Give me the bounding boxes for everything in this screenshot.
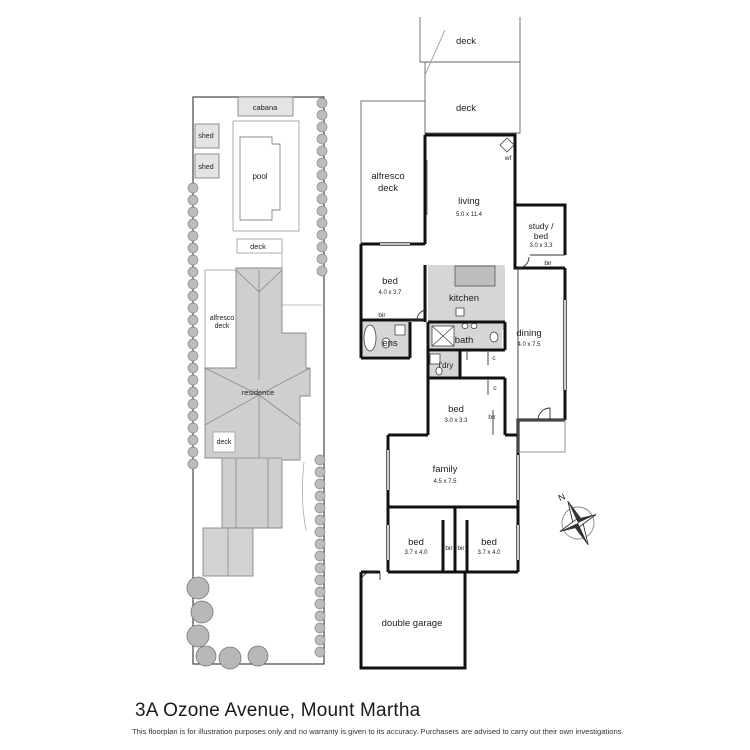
windows	[380, 160, 567, 560]
room-dining-dims: 4.0 x 7.5	[517, 342, 541, 348]
room-ldry: l'dry	[439, 361, 453, 370]
room-study-bed-dims: 3.0 x 3.3	[529, 243, 553, 249]
cabana-block	[237, 96, 294, 117]
compass-label: N	[557, 491, 567, 503]
fixtures	[363, 137, 515, 376]
walls	[359, 133, 567, 670]
hedge-right	[314, 97, 328, 658]
site-label-cabana: cabana	[253, 103, 278, 112]
site-label-deck-lower: deck	[217, 439, 232, 446]
room-family: family	[433, 464, 458, 475]
shed-block-2	[194, 153, 220, 179]
pool-shape	[239, 136, 281, 221]
deck-outlines	[360, 17, 521, 245]
room-deck-top: deck	[456, 36, 476, 47]
label-c-bath: c	[492, 355, 496, 362]
label-bir-bed1: bir	[378, 312, 386, 319]
room-family-dims: 4.5 x 7.5	[433, 479, 457, 485]
room-bed-3: bed	[408, 537, 424, 548]
shed-block-1	[194, 123, 220, 149]
room-bed-1: bed	[382, 276, 398, 287]
trees-bottom	[186, 576, 269, 670]
room-bath: bath	[455, 335, 474, 346]
room-living-dims: 5.0 x 11.4	[456, 212, 483, 218]
label-c-hall: c	[493, 385, 497, 392]
floor-plan	[359, 17, 567, 670]
roof-ridges	[204, 269, 311, 528]
site-label-shed-1: shed	[198, 133, 213, 140]
residence-roof	[204, 267, 311, 529]
room-dining: dining	[516, 328, 541, 339]
room-bed-4-dims: 3.7 x 4.0	[477, 550, 501, 556]
kitchen-island	[454, 265, 496, 287]
site-plan	[186, 96, 328, 670]
site-label-shed-2: shed	[198, 164, 213, 171]
room-bed-3-dims: 3.7 x 4.0	[404, 550, 428, 556]
pool-surround	[232, 120, 300, 232]
label-bir-bed4: bir	[457, 545, 465, 552]
property-address: 3A Ozone Avenue, Mount Martha	[135, 700, 421, 721]
label-bir-bed3: bir	[445, 545, 453, 552]
site-label-pool: pool	[252, 172, 267, 181]
label-wf: wf	[504, 155, 512, 162]
room-bed-2-dims: 3.0 x 3.3	[444, 418, 468, 424]
hedge-left	[187, 182, 199, 470]
site-label-deck-upper: deck	[250, 242, 266, 251]
room-kitchen: kitchen	[449, 293, 479, 304]
disclaimer-text: This floorplan is for illustration purpo…	[132, 727, 624, 736]
label-bir-study: bir	[544, 260, 552, 267]
room-deck-second: deck	[456, 103, 476, 114]
room-living: living	[458, 196, 480, 207]
site-label-residence: residence	[242, 388, 275, 397]
room-bed-4: bed	[481, 537, 497, 548]
thin-lines	[360, 254, 566, 581]
room-bed-1-dims: 4.0 x 3.7	[378, 290, 402, 296]
compass-icon	[559, 500, 597, 546]
driveway-line	[302, 461, 307, 531]
room-double-garage: double garage	[382, 618, 443, 629]
label-bir-bed2: bir	[488, 414, 496, 421]
room-study-bed: study /bed	[528, 221, 554, 241]
room-bed-2: bed	[448, 404, 464, 415]
deck-lower-block	[212, 431, 236, 453]
room-ens: ens	[382, 338, 398, 349]
